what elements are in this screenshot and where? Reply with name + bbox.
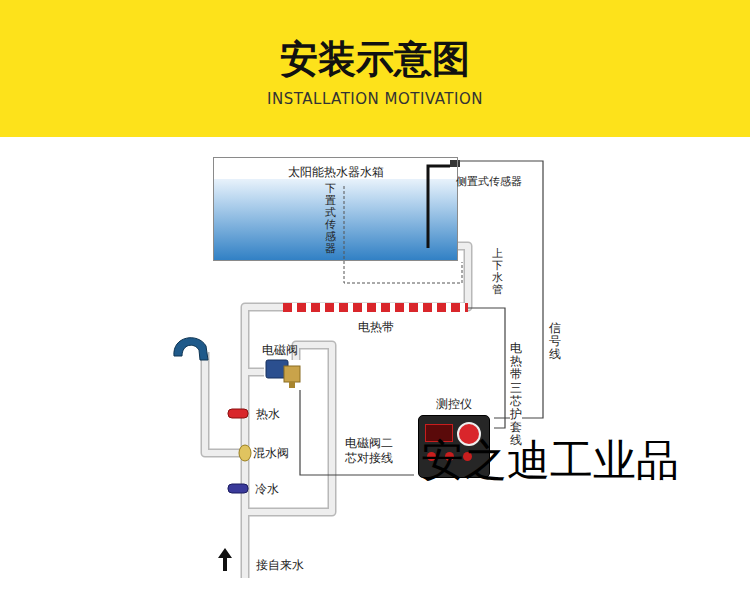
node-text: 太阳能热水器水箱 xyxy=(214,164,457,181)
node-text: 测控仪 xyxy=(414,396,494,413)
wire-label: 信号线 xyxy=(549,322,561,362)
title: 安装示意图 xyxy=(0,34,750,85)
heating-stripe xyxy=(283,303,468,312)
pipe-label: 上下水管 xyxy=(492,248,503,296)
sensor-label: 侧置式传感器 xyxy=(456,174,522,189)
subtitle: INSTALLATION MOTIVATION xyxy=(0,90,750,108)
wire-label: 电热带三芯护套线 xyxy=(510,342,522,448)
bottom-sensor-wire xyxy=(344,186,462,283)
faucet-knobs xyxy=(228,409,251,493)
solenoid-valve-box: 电磁阀 xyxy=(256,342,308,390)
solenoid-valve xyxy=(266,360,300,388)
node-text: 电磁阀 xyxy=(262,342,308,359)
watermark: 安之迪工业品 xyxy=(421,432,679,490)
wire-label: 电磁阀二芯对接线 xyxy=(345,436,395,466)
sensor-label: 下置式传感器 xyxy=(325,183,336,256)
wire-connector xyxy=(300,390,414,475)
node-text: 电热带 xyxy=(283,319,468,336)
tank-water xyxy=(213,157,458,261)
pipes xyxy=(205,246,468,578)
heating-band: 电热带 xyxy=(283,300,468,336)
side-sensor xyxy=(428,160,460,248)
part-label: 冷水 xyxy=(255,481,279,498)
wire-connector xyxy=(468,308,505,428)
part-label: 热水 xyxy=(256,406,280,423)
wire-connector xyxy=(458,161,543,418)
shower-head xyxy=(174,338,208,360)
part-label: 接自来水 xyxy=(256,557,304,574)
part-label: 混水阀 xyxy=(253,445,289,462)
supply-arrow xyxy=(218,548,232,571)
